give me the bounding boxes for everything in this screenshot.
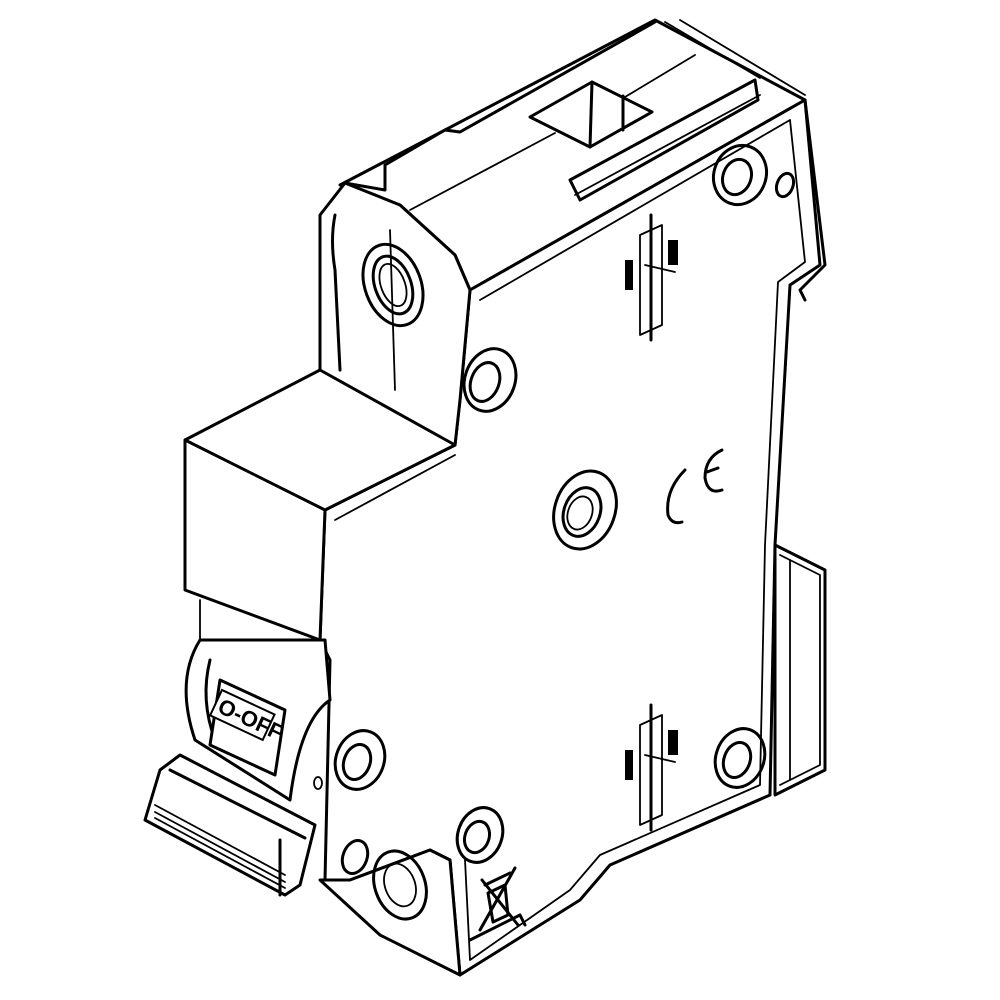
rivet-hole bbox=[713, 727, 767, 789]
rivet-hole bbox=[712, 143, 796, 207]
weee-bin-icon bbox=[468, 866, 527, 942]
rivet-hole bbox=[340, 839, 370, 875]
ce-mark-icon: CE bbox=[0, 0, 724, 525]
rivet-hole bbox=[552, 469, 618, 551]
rivet-hole bbox=[462, 347, 518, 413]
svg-text:CE: CE bbox=[0, 0, 2, 1]
din-rail-clip bbox=[773, 543, 827, 797]
din-rail-marking-bottom-icon bbox=[625, 703, 678, 832]
housing-top-face bbox=[338, 18, 807, 292]
rivet-hole bbox=[313, 729, 387, 791]
rivet-hole bbox=[455, 806, 505, 864]
toggle-lever-assembly[interactable]: O-OFF bbox=[143, 638, 332, 897]
din-rail-marking-top-icon bbox=[625, 213, 678, 342]
bottom-terminal bbox=[318, 848, 462, 977]
rivet-holes bbox=[313, 143, 796, 875]
housing-left-block bbox=[183, 368, 457, 661]
